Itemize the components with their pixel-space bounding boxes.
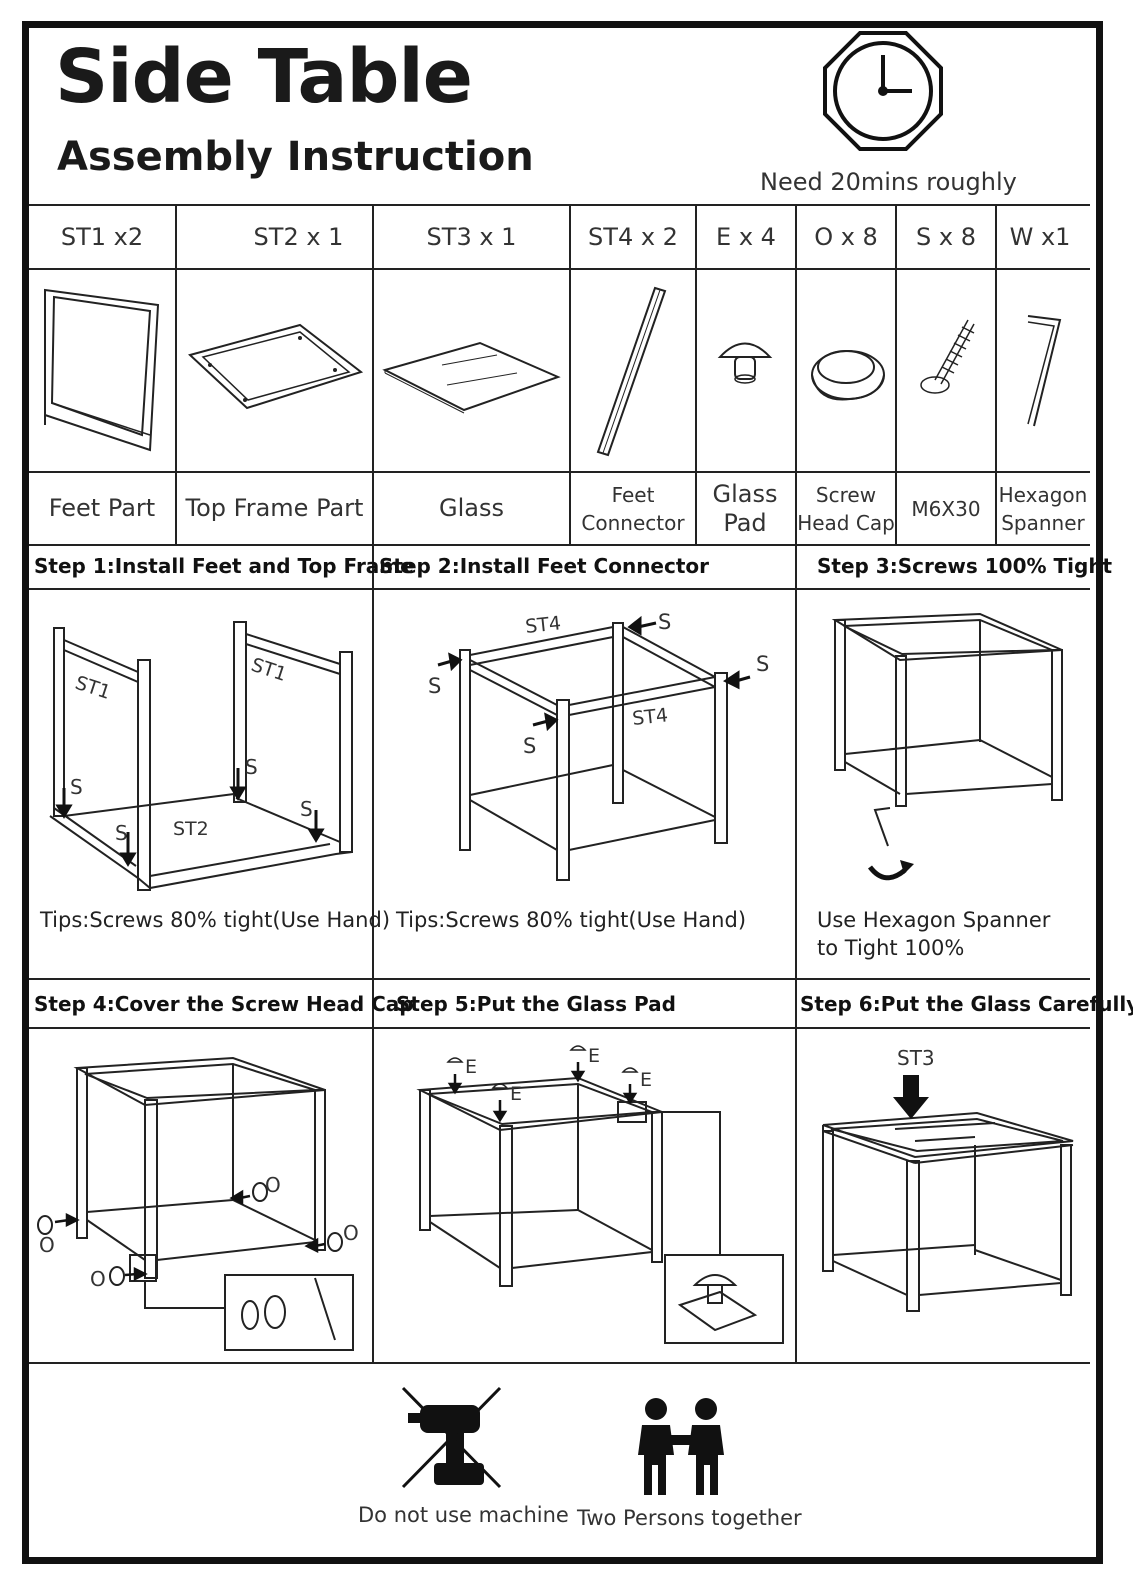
- divider: [175, 204, 177, 544]
- label-st1: ST1: [248, 654, 289, 686]
- label-s: S: [428, 674, 441, 698]
- step-5-title: Step 5:Put the Glass Pad: [396, 992, 676, 1016]
- label-s: S: [245, 755, 258, 779]
- screw-icon: [920, 319, 975, 394]
- divider: [795, 204, 797, 1362]
- label-st4: ST4: [631, 704, 669, 730]
- step-6-diagram: ST3: [822, 1046, 1074, 1312]
- part-qty: ST4 x 2: [588, 223, 678, 251]
- label-s: S: [300, 797, 313, 821]
- divider: [569, 204, 571, 544]
- part-name: Glass: [439, 494, 504, 523]
- divider: [29, 978, 1090, 980]
- no-machine-note: Do not use machine: [358, 1503, 569, 1527]
- label-o: O: [90, 1267, 106, 1291]
- step-3-diagram: [831, 612, 1063, 881]
- hex-spanner-icon: [1027, 315, 1062, 427]
- step-2-title: Step 2:Install Feet Connector: [379, 554, 710, 578]
- part-name: M6X30: [911, 496, 981, 521]
- page-title: Side Table: [55, 34, 473, 120]
- step-4-diagram: O O O O: [37, 1056, 359, 1351]
- step-3-title: Step 3:Screws 100% Tight: [817, 554, 1113, 578]
- label-st2: ST2: [173, 818, 209, 840]
- divider: [995, 204, 997, 544]
- part-name: Glass Pad: [712, 479, 778, 537]
- divider: [29, 268, 1090, 270]
- part-qty: O x 8: [814, 223, 878, 251]
- top-frame-icon: [188, 323, 364, 410]
- feet-connector-icon: [596, 286, 667, 457]
- part-qty: ST3 x 1: [426, 223, 517, 251]
- part-qty: E x 4: [716, 223, 776, 251]
- step-3-tip: Use Hexagon Spanner to Tight 100%: [817, 908, 1051, 961]
- label-s: S: [70, 775, 83, 799]
- step-4-title: Step 4:Cover the Screw Head Cap: [34, 992, 414, 1016]
- time-note: Need 20mins roughly: [760, 168, 1017, 196]
- divider: [695, 204, 697, 544]
- label-st3: ST3: [897, 1046, 935, 1070]
- part-name: Hexagon Spanner: [998, 482, 1088, 535]
- part-name: Feet Part: [48, 494, 156, 523]
- part-name: Top Frame Part: [185, 494, 364, 523]
- step-1-diagram: ST1 ST1 ST2 S S S S: [49, 621, 353, 891]
- label-o: O: [265, 1173, 281, 1197]
- page-subtitle: Assembly Instruction: [57, 134, 534, 180]
- glass-icon: [382, 341, 561, 414]
- part-qty: S x 8: [916, 223, 976, 251]
- label-e: E: [588, 1045, 600, 1067]
- divider: [895, 204, 897, 544]
- label-s: S: [756, 652, 769, 676]
- label-e: E: [465, 1056, 477, 1078]
- two-persons-note: Two Persons together: [577, 1506, 802, 1530]
- glass-pad-icon: [717, 342, 773, 384]
- divider: [29, 1362, 1090, 1364]
- label-e: E: [640, 1069, 652, 1091]
- divider: [29, 471, 1090, 473]
- step-2-diagram: ST4 ST4 S S S S: [428, 610, 769, 881]
- label-st4: ST4: [524, 612, 562, 638]
- divider: [29, 1027, 1090, 1029]
- no-drill-icon: [401, 1386, 502, 1489]
- label-st1: ST1: [72, 672, 113, 704]
- step-5-diagram: E E E E: [416, 1045, 784, 1344]
- feet-part-icon: [44, 288, 160, 452]
- divider: [372, 204, 374, 1362]
- step-1-tip: Tips:Screws 80% tight(Use Hand): [40, 908, 391, 932]
- label-s: S: [115, 821, 128, 845]
- label-o: O: [343, 1221, 359, 1245]
- part-qty: ST2 x 1: [253, 223, 344, 251]
- two-persons-icon: [638, 1398, 724, 1495]
- label-s: S: [523, 734, 536, 758]
- label-e: E: [510, 1083, 522, 1105]
- part-name: Screw Head Cap: [797, 482, 895, 535]
- label-o: O: [39, 1233, 55, 1257]
- divider: [29, 204, 1090, 206]
- divider: [29, 544, 1090, 546]
- page-border: [22, 21, 1103, 1564]
- label-s: S: [658, 610, 671, 634]
- step-2-tip: Tips:Screws 80% tight(Use Hand): [396, 908, 747, 932]
- part-qty: W x1: [1009, 223, 1071, 251]
- step-6-title: Step 6:Put the Glass Carefully: [800, 992, 1133, 1016]
- divider: [29, 588, 1090, 590]
- screw-head-cap-icon: [811, 350, 885, 401]
- clock-icon: [823, 31, 943, 151]
- step-1-title: Step 1:Install Feet and Top Frame: [34, 554, 414, 578]
- part-name: Feet Connector: [581, 482, 685, 535]
- part-qty: ST1 x2: [60, 223, 144, 251]
